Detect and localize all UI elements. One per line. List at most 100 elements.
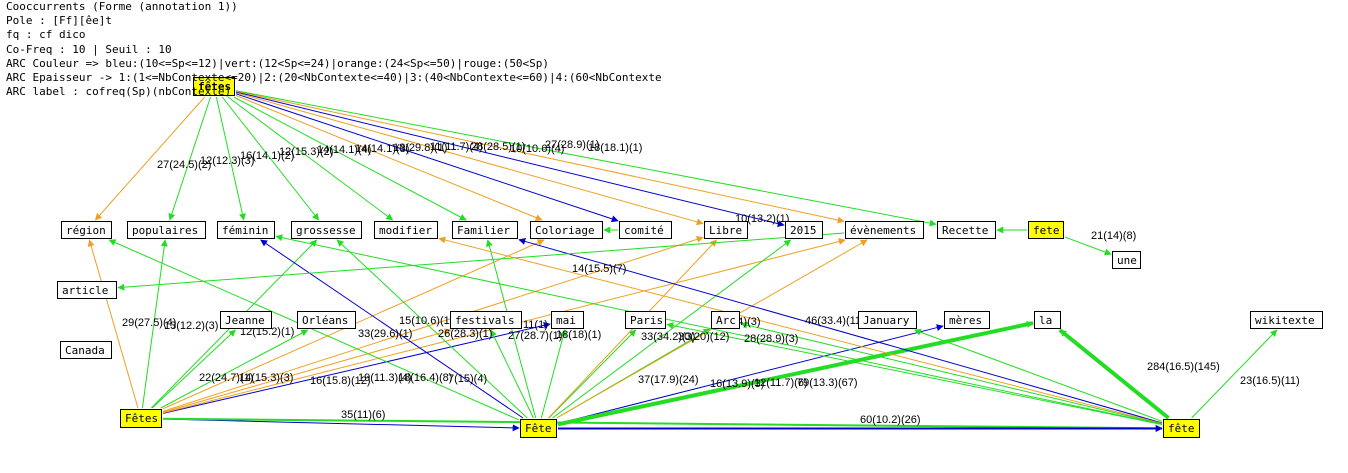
edge-label: 33(34.2)(3) [641,331,695,343]
node-january[interactable]: January [858,311,917,329]
node-arc[interactable]: Arc [711,311,740,329]
node-y2015[interactable]: 2015 [785,221,823,239]
edge-fetes_top-region [94,96,206,221]
legend-arc-color: ARC Couleur => bleu:(10<=Sp<=12)|vert:(1… [6,56,550,70]
node-libre[interactable]: Libre [704,221,748,239]
node-recette[interactable]: Recette [937,221,996,239]
edge-label: 26(28.3)(1) [438,328,492,340]
edge-evenements-article [117,232,845,291]
edge-label: 14(14.1)(4) [317,144,371,156]
edge-fete_cap-feminin [260,239,524,419]
edge-label: 21(14)(8) [1091,230,1136,242]
edge-fetes_top-feminin [215,96,246,221]
edge-label: 12(15.2)(1) [240,326,294,338]
edge-fete_low-modifier [438,236,1163,424]
legend-arc-thickness: ARC Epaisseur -> 1:(1<=NbContexte<=20)|2… [6,71,662,85]
edge-label: 7(15)(4) [448,373,487,385]
legend-arc-label: ARC label : cofreq(Sp)(nbContexte) [6,85,232,99]
edge-fetes_cap-mai [162,322,551,414]
edge-label: 18(18.1)(1) [588,142,642,154]
edge-fetes_top-comite [235,93,619,223]
node-wikitexte[interactable]: wikitexte [1250,311,1323,329]
node-grossesse[interactable]: grossesse [291,221,362,239]
node-paris[interactable]: Paris [625,311,666,329]
edge-label: 28(28.9)(3) [744,333,798,345]
legend-pole: Pole : [Ff][êe]t [6,14,112,28]
node-coloriage[interactable]: Coloriage [530,221,603,239]
edge-label: 28(28.5)(1) [471,141,525,153]
node-evenements[interactable]: évènements [845,221,924,239]
node-canada[interactable]: Canada [60,341,112,359]
edge-fetes_cap-fete_low [162,417,1163,432]
edge-label: 27(24.5)(2) [157,159,211,171]
edge-fete_low-feminin [275,234,1163,425]
edge-label: 16(13.9)(3) [710,378,764,390]
edge-fete_cap-mai [540,329,567,419]
node-une[interactable]: une [1112,251,1141,269]
node-festivals[interactable]: festivals [450,311,522,329]
node-modifier[interactable]: modifier [374,221,438,239]
edge-fetes_cap-populaires [141,239,168,409]
edge-label: 10(10.6)(4) [510,143,564,155]
edge-label: 18(16.4)(8) [398,372,452,384]
edge-fete_cap-grossesse [336,239,528,419]
edge-label: 13(12.2)(3) [164,320,218,332]
legend-cofreq: Co-Freq : 10 | Seuil : 10 [6,42,172,56]
edge-label: 12(15.3)(2) [279,146,333,158]
edge-fete_cap-la [557,320,1034,427]
edge-fetes_top-evenements [235,90,845,224]
node-populaires[interactable]: populaires [127,221,206,239]
edge-fetes_top-modifier [227,96,394,221]
node-orleans[interactable]: Orléans [297,311,356,329]
edge-fetes_cap-fete_cap [162,418,520,432]
edge-label: 11(1) [523,319,548,331]
edge-fetes_top-grossesse [221,96,320,221]
node-feminin[interactable]: féminin [217,221,275,239]
node-meres[interactable]: mères [944,311,990,329]
edge-label: 18(18)(1) [556,329,601,341]
node-article[interactable]: article [57,281,117,299]
node-familier[interactable]: Familier [452,221,518,239]
node-jeanne[interactable]: Jeanne [220,311,272,329]
edge-label: 16(15.8)(12) [310,375,371,387]
edge-fete_low-familier [518,238,1163,424]
edge-fetes_cap-festivals [162,328,452,413]
edge-fete_cap-festivals [490,329,534,419]
edge-label: 16(14.1)(2) [240,150,294,162]
edge-fetes_top-recette [235,90,937,227]
edge-fetes_top-y2015 [235,91,785,228]
edge-fetes_top-libre [235,92,704,226]
edge-fete_low-january [913,328,1163,422]
edge-label: 46(33.4)(11) [805,315,865,327]
node-fete_right[interactable]: fete [1028,221,1064,239]
edge-fete_low-paris [666,322,1163,426]
edge-label: 79(13.3)(67) [797,377,858,389]
edge-label: 29(27.5)(4) [122,317,176,329]
edge-label: 35(11)(6) [341,409,385,421]
node-mai[interactable]: mai [551,311,584,329]
legend-title: Cooccurrents (Forme (annotation 1)) [6,0,238,13]
node-la[interactable]: la [1034,311,1061,329]
edge-label: 33(29.6)(1) [358,328,412,340]
edge-fete_low-la [1058,328,1170,420]
edge-label: 23(16.5)(11) [1240,375,1300,387]
edge-fetes_top-coloriage [235,94,543,221]
edge-fetes_top-populaires [168,96,211,221]
edge-fete_cap-region [108,239,520,421]
node-fetes_cap[interactable]: Fêtes [120,409,162,428]
node-fetes_top[interactable]: fêtes [193,77,235,96]
edge-label: 11(11.7)(4) [430,141,483,153]
node-fete_low[interactable]: fête [1163,419,1200,438]
node-region[interactable]: région [61,221,112,239]
legend-fq: fq : cf dico [6,28,86,42]
edge-label: 15(10.6)(1) [399,315,453,327]
node-comite[interactable]: comité [619,221,672,239]
edge-label: 60(10.2)(26) [860,414,921,426]
edge-label: 27(28.7)(1) [508,330,562,342]
edge-fetes_cap-jeanne [151,329,236,409]
node-fete_cap[interactable]: Fête [520,419,557,438]
edge-fete_cap-familier [485,239,537,419]
edge-label: 27(28.9)(1) [545,139,599,151]
